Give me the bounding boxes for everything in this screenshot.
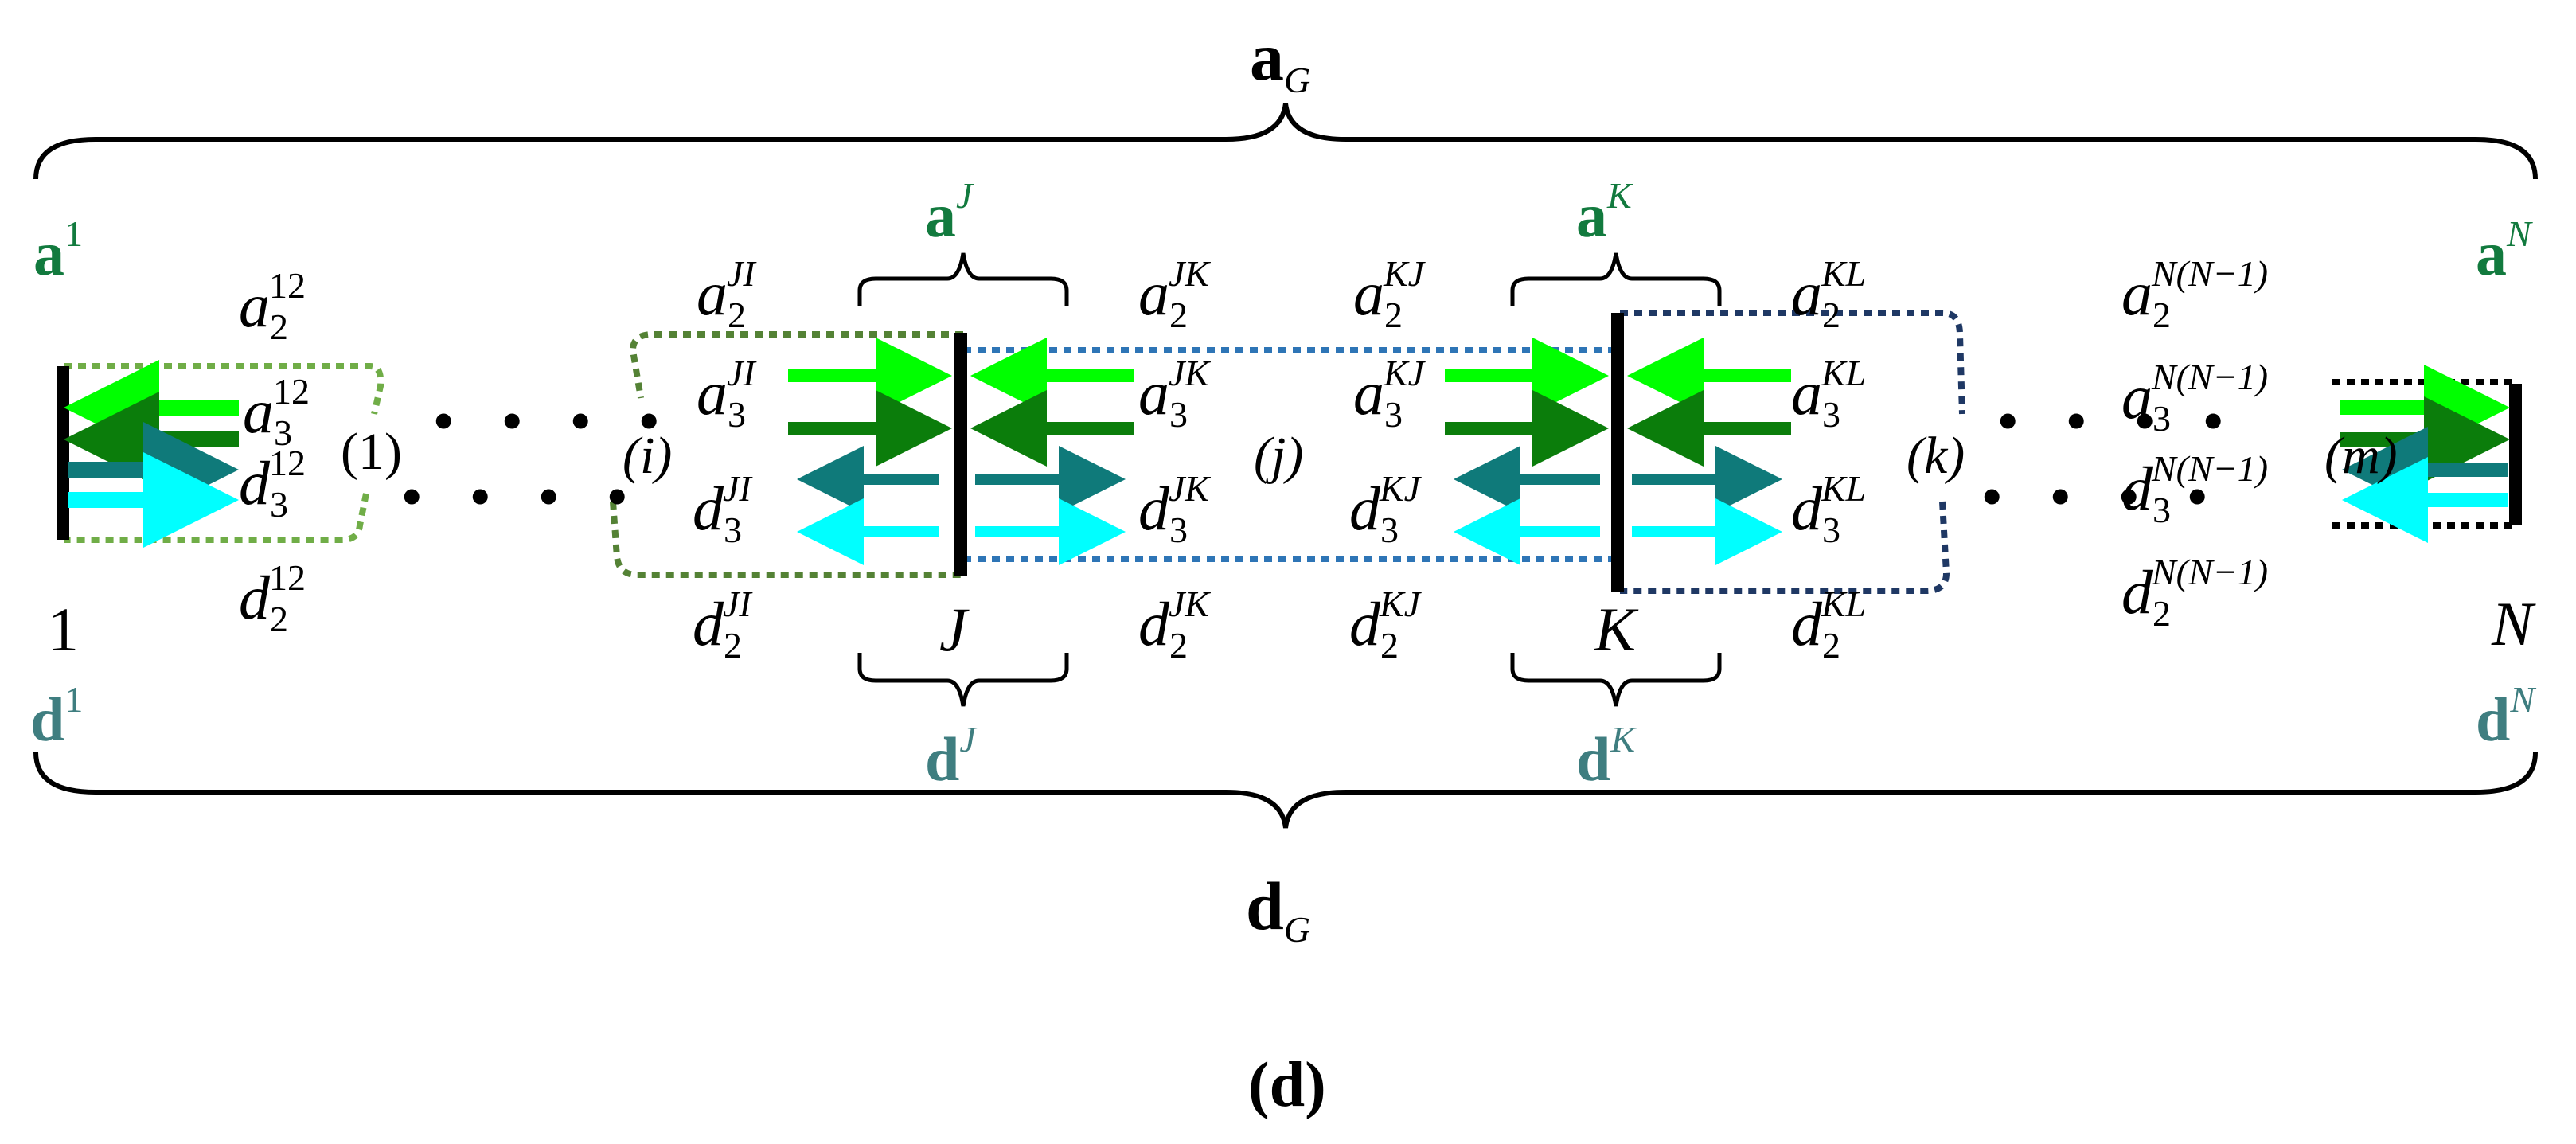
label-a2-12: a212	[239, 265, 306, 347]
label-d-global: dG	[1246, 868, 1311, 950]
label-d-node-J: dJ	[925, 719, 976, 794]
label-d3-12: d312	[239, 443, 306, 525]
label-d2-KJ: d2KJ	[1349, 584, 1421, 666]
label-d-node-N: dN	[2476, 679, 2535, 754]
label-d2-NN1: d2N(N−1)	[2121, 552, 2269, 634]
dots-lower-right: • • • •	[1982, 467, 2225, 528]
element-1-box	[64, 363, 384, 543]
label-d3-KJ: d3KJ	[1349, 468, 1421, 550]
label-a3-JI: a3JI	[697, 353, 755, 435]
label-element-1: (1)	[341, 423, 402, 481]
node-J-bar	[954, 333, 967, 576]
label-d-node-K: dK	[1576, 719, 1636, 794]
brace-d-global	[33, 752, 2538, 829]
label-a3-KJ: a3KJ	[1353, 353, 1425, 435]
brace-a-global	[33, 103, 2538, 180]
label-node-K: K	[1594, 595, 1637, 664]
label-a-node-1: a1	[33, 213, 83, 288]
label-element-i: (i)	[623, 427, 673, 485]
label-d2-12: d212	[239, 557, 306, 639]
label-a-node-K: aK	[1576, 175, 1632, 250]
label-element-m: (m)	[2324, 427, 2398, 485]
label-a-node-N: aN	[2476, 213, 2531, 288]
brace-d-K	[1510, 653, 1722, 707]
brace-a-K	[1510, 252, 1722, 306]
label-d2-JI: d2JI	[693, 584, 751, 666]
label-a3-KL: a3KL	[1791, 353, 1867, 435]
label-node-N: N	[2492, 589, 2534, 658]
panel-label: (d)	[1248, 1050, 1326, 1120]
label-a2-JK: a2JK	[1138, 253, 1210, 335]
label-a3-NN1: a3N(N−1)	[2121, 357, 2269, 439]
label-a-global: aG	[1250, 18, 1311, 100]
dots-upper-right: • • • •	[1998, 391, 2241, 452]
brace-a-J	[857, 252, 1069, 306]
node-K-bar	[1611, 313, 1624, 592]
label-d2-JK: d2JK	[1138, 584, 1210, 666]
label-d2-KL: d2KL	[1791, 584, 1867, 666]
brace-d-J	[857, 653, 1069, 707]
element-k-box	[1620, 310, 1965, 594]
label-node-1: 1	[48, 595, 79, 664]
label-d-node-1: d1	[30, 679, 84, 754]
label-a2-JI: a2JI	[697, 253, 755, 335]
node-N-bar	[2509, 384, 2522, 525]
label-a3-JK: a3JK	[1138, 353, 1210, 435]
label-d3-JK: d3JK	[1138, 468, 1210, 550]
label-a3-12: a312	[243, 371, 310, 453]
dots-upper-left: • • • •	[434, 391, 677, 452]
label-a2-NN1: a2N(N−1)	[2121, 253, 2269, 335]
label-a2-KJ: a2KJ	[1353, 253, 1425, 335]
label-d3-NN1: d3N(N−1)	[2121, 448, 2269, 530]
node-1-bar	[57, 366, 69, 540]
label-a-node-J: aJ	[925, 175, 973, 250]
label-a2-KL: a2KL	[1791, 253, 1867, 335]
label-d3-JI: d3JI	[693, 468, 751, 550]
label-element-j: (j)	[1254, 427, 1304, 485]
dots-lower-left: • • • •	[402, 467, 645, 528]
label-d3-KL: d3KL	[1791, 468, 1867, 550]
label-element-k: (k)	[1907, 427, 1965, 485]
label-node-J: J	[939, 595, 967, 664]
